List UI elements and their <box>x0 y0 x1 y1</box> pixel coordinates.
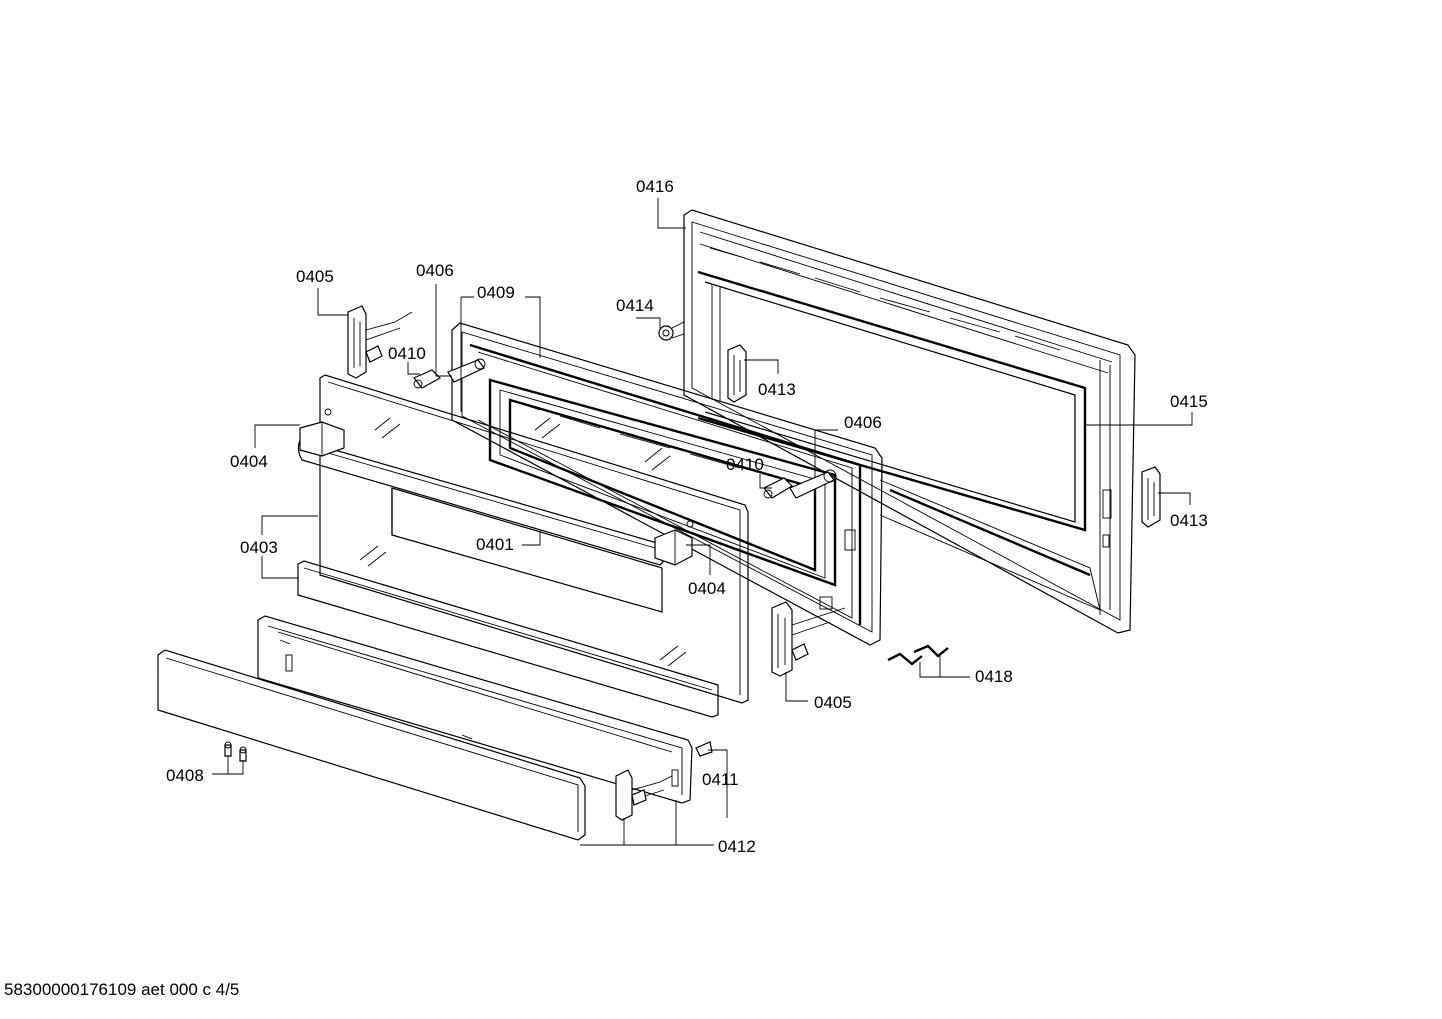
label-0413-right: 0413 <box>1170 511 1208 530</box>
rear-door-frame <box>683 209 1136 634</box>
part-0410-left <box>413 369 441 389</box>
hinge-0405-bottom <box>771 601 846 677</box>
label-0413-top: 0413 <box>758 380 796 399</box>
part-0412-hinge <box>615 769 673 821</box>
label-0415: 0415 <box>1170 392 1208 411</box>
part-0406-left <box>447 358 486 383</box>
screws-0408 <box>224 741 247 762</box>
label-0414: 0414 <box>616 296 654 315</box>
part-0414 <box>658 321 685 341</box>
label-0418: 0418 <box>975 667 1013 686</box>
document-id-footer: 58300000176109 aet 000 c 4/5 <box>4 980 240 999</box>
middle-panel-frame <box>451 322 883 646</box>
springs-0418 <box>887 644 949 666</box>
label-0408: 0408 <box>166 766 204 785</box>
front-door-glass <box>297 374 749 718</box>
lower-trim-frame <box>257 615 693 804</box>
label-0412: 0412 <box>718 837 756 856</box>
label-0403: 0403 <box>240 538 278 557</box>
part-0410-right <box>763 477 793 499</box>
label-0404-right: 0404 <box>688 579 726 598</box>
part-0413-right <box>1141 466 1161 528</box>
label-0416: 0416 <box>636 177 674 196</box>
label-0410-right: 0410 <box>726 455 764 474</box>
label-0411: 0411 <box>702 770 739 789</box>
part-0411 <box>695 741 713 757</box>
label-0406-top: 0406 <box>416 261 454 280</box>
label-0406-right: 0406 <box>844 413 882 432</box>
part-0413-left <box>727 344 747 403</box>
hinge-0405-top <box>347 305 413 379</box>
label-0405-top: 0405 <box>296 267 334 286</box>
part-labels: 0416 0405 0406 0409 0414 0410 0413 0415 … <box>166 177 1208 856</box>
label-0409: 0409 <box>477 283 515 302</box>
door-handle <box>297 421 693 566</box>
leader-lines <box>212 198 1193 846</box>
label-0410-top: 0410 <box>388 344 426 363</box>
label-0404-left: 0404 <box>230 452 268 471</box>
lower-front-panel <box>157 649 586 841</box>
label-0405-bottom: 0405 <box>814 693 852 712</box>
label-0401: 0401 <box>476 535 514 554</box>
